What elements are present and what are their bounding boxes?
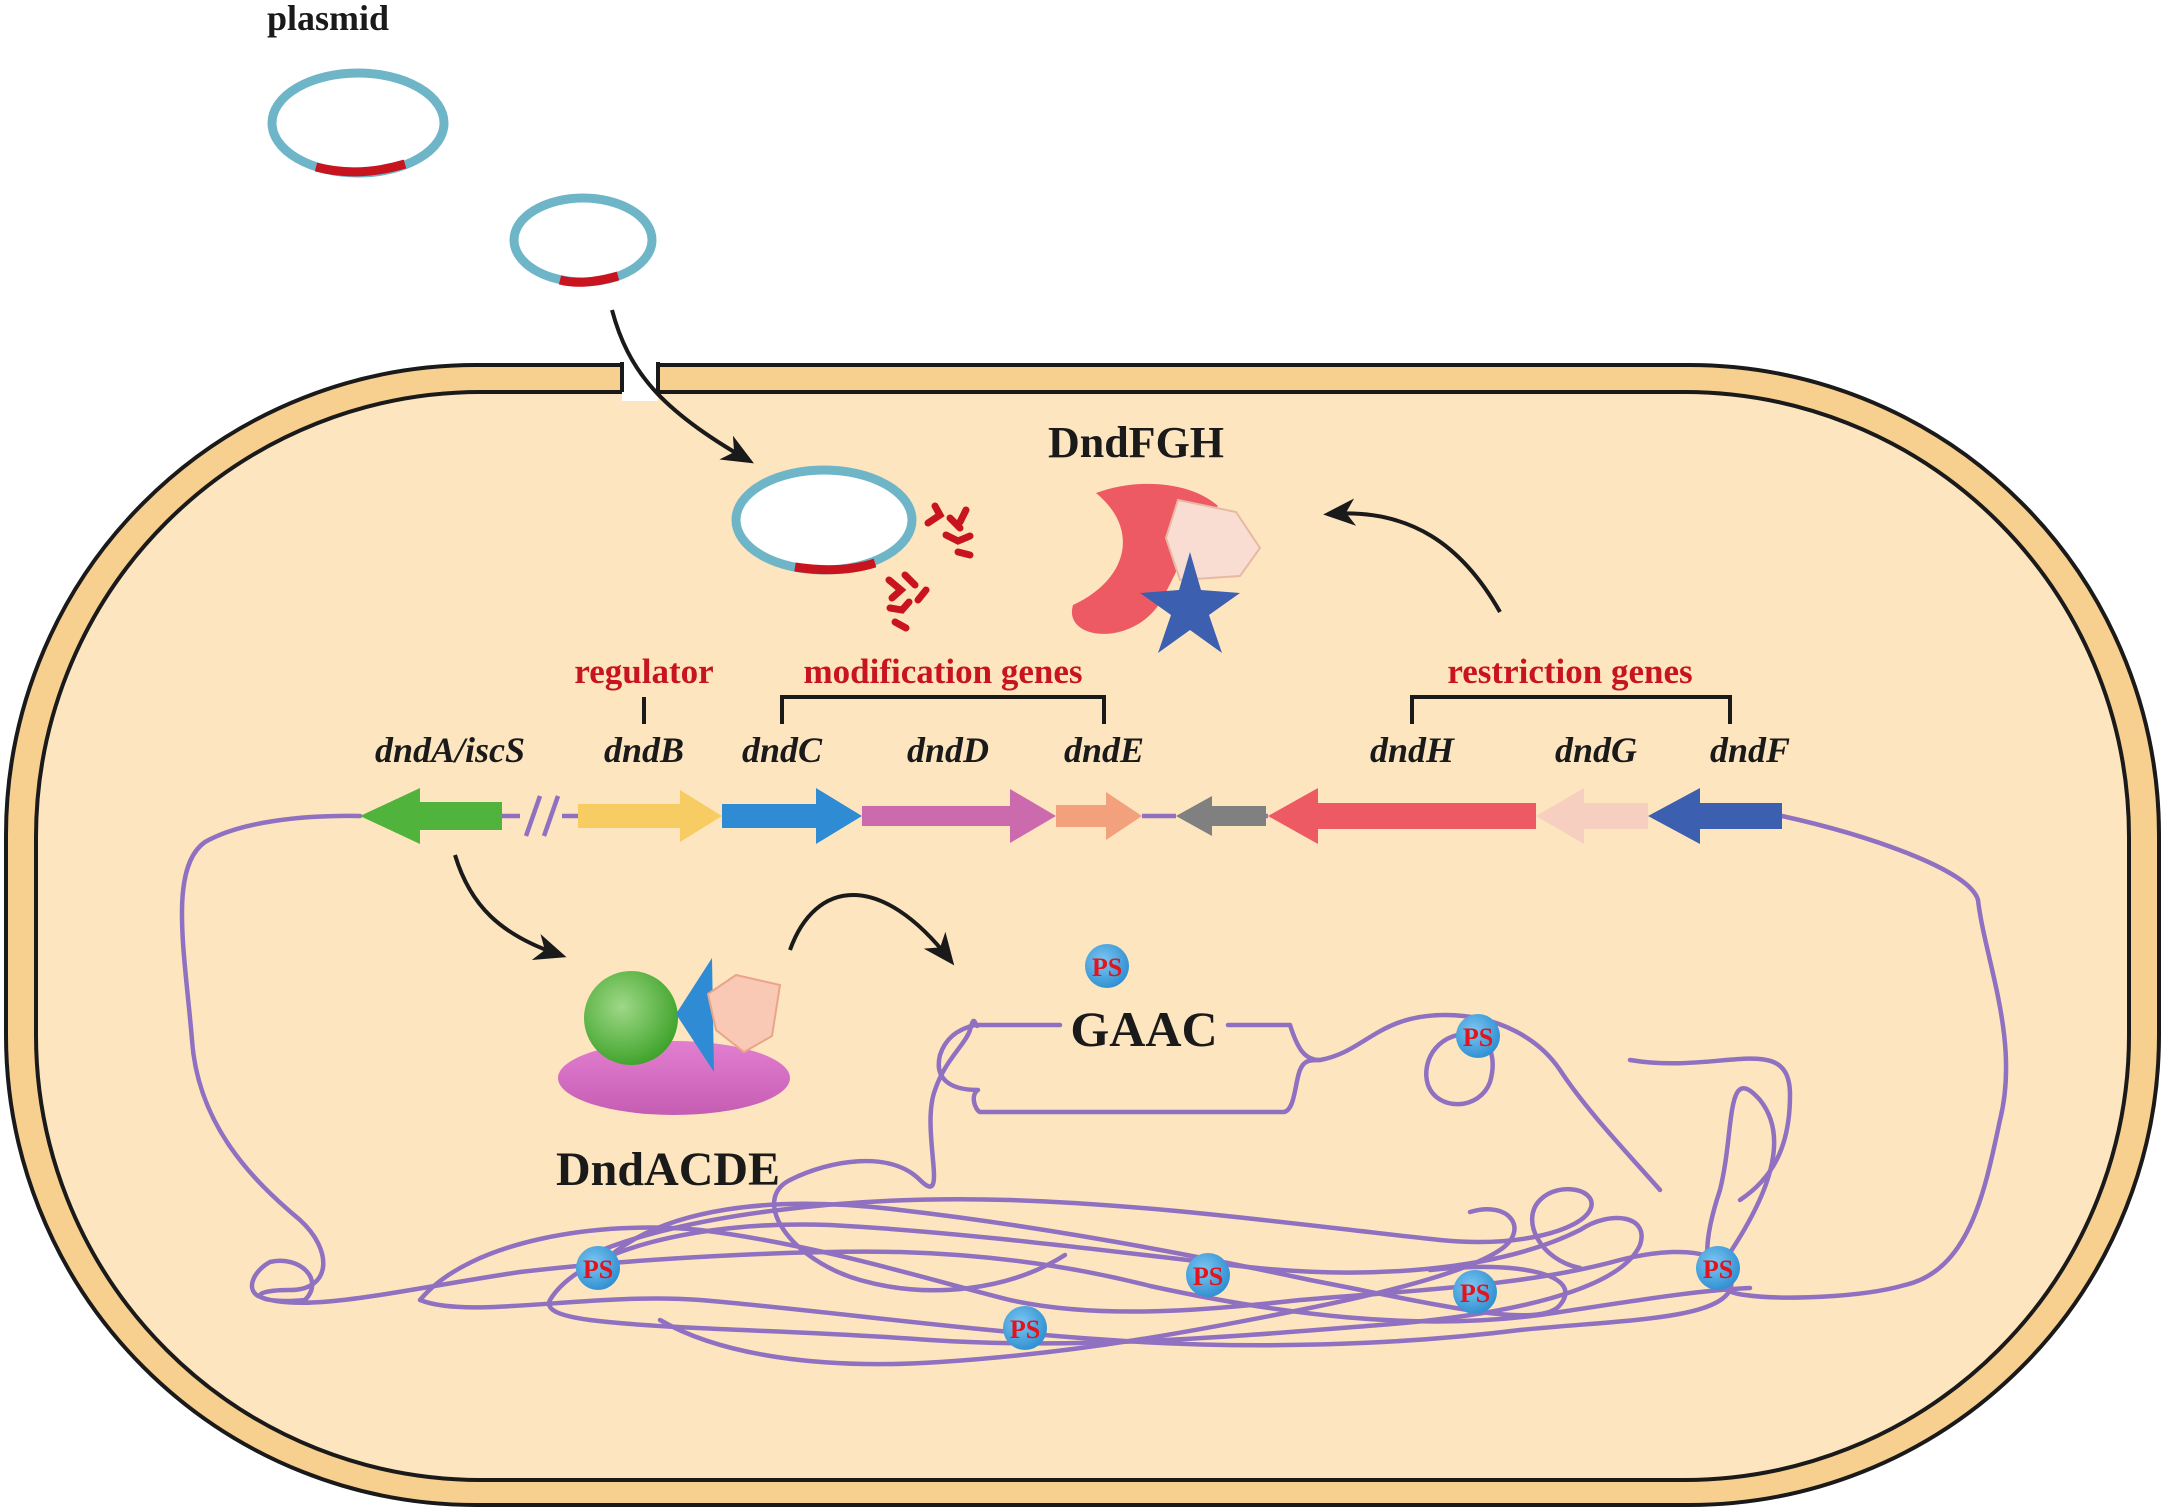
gene-label-dndc: dndC	[742, 730, 823, 770]
gene-break-mark	[502, 795, 578, 837]
restriction-bracket	[1410, 695, 1732, 724]
plasmid-2-insert	[558, 271, 620, 287]
degraded-dna-fragments	[885, 502, 974, 632]
ps-marker-label: PS	[1703, 1255, 1733, 1284]
gene-dndc-arrow	[722, 788, 862, 844]
gaac-motif-label: GAAC	[1070, 1001, 1217, 1057]
gene-arrows	[360, 788, 1782, 844]
plasmid-label: plasmid	[267, 0, 389, 38]
ps-markers: PS PS PS PS PS PS PS	[576, 944, 1740, 1350]
dndd-protein-shape	[558, 1041, 790, 1115]
restriction-genes-label: restriction genes	[1447, 652, 1692, 691]
dndfgh-label: DndFGH	[1048, 418, 1224, 467]
gene-dnde-arrow	[1056, 792, 1142, 840]
dnda-expression-arrow	[453, 854, 567, 961]
ps-marker-4: PS	[1453, 1270, 1497, 1314]
cell-membrane-inner	[34, 390, 2131, 1482]
ps-marker-label: PS	[1463, 1023, 1493, 1052]
gene-label-dndf: dndF	[1710, 730, 1790, 770]
plasmid-3-inside-cell	[731, 465, 917, 575]
dnda-protein-shape	[584, 971, 678, 1065]
plasmid-2	[509, 193, 657, 287]
gene-label-dndg: dndG	[1555, 730, 1637, 770]
dnde-protein-shape	[706, 973, 782, 1054]
ps-marker-label: PS	[1193, 1262, 1223, 1291]
ps-marker-label: PS	[1460, 1279, 1490, 1308]
gene-dndh-arrow	[1268, 788, 1536, 844]
restriction-expression-arrow	[1323, 498, 1502, 613]
chromosome-knot-loop-4	[657, 1207, 1517, 1367]
ps-marker-free: PS	[1085, 944, 1129, 988]
gene-dnda-arrow	[360, 788, 502, 844]
gene-group-labels: regulator modification genes restriction…	[574, 652, 1732, 724]
ps-marker-label: PS	[583, 1255, 613, 1284]
modification-bracket	[780, 695, 1106, 724]
dndf-protein-shape	[1140, 552, 1240, 653]
ps-marker-3: PS	[1186, 1253, 1230, 1297]
ps-marker-label: PS	[1092, 953, 1122, 982]
plasmid-1-insert	[314, 159, 407, 177]
chromosome-right-arm	[1704, 813, 2009, 1300]
plasmid-group: plasmid	[267, 0, 974, 632]
gene-dndd-arrow	[862, 789, 1056, 843]
gene-label-dndb: dndB	[604, 730, 684, 770]
chromosome-long-fiber	[587, 1186, 1594, 1271]
plasmid-entry-arrow	[610, 309, 754, 464]
gene-label-dnde: dndE	[1064, 730, 1144, 770]
cell-wall-gap	[622, 355, 658, 401]
chromosome	[179, 813, 2009, 1367]
chromosome-small-circle	[1424, 1031, 1495, 1107]
gene-dndg-arrow	[1536, 788, 1648, 844]
ps-marker-1: PS	[576, 1246, 620, 1290]
gene-dndf-arrow	[1648, 788, 1782, 844]
ps-marker-label: PS	[1010, 1315, 1040, 1344]
dndacde-label: DndACDE	[556, 1143, 780, 1196]
gene-gray-arrow	[1176, 796, 1266, 836]
gene-dndb-arrow	[578, 790, 722, 842]
ps-marker-2: PS	[1003, 1306, 1047, 1350]
gene-label-dndh: dndH	[1370, 730, 1455, 770]
gene-label-dnda: dndA/iscS	[375, 730, 525, 770]
ps-marker-loop: PS	[1456, 1014, 1500, 1058]
plasmid-1	[267, 68, 449, 178]
bacterial-cell	[4, 355, 2161, 1507]
dndacde-complex: DndACDE	[556, 958, 790, 1196]
modification-genes-label: modification genes	[803, 652, 1082, 691]
plasmid-3-insert	[794, 558, 877, 575]
chromosome-bracket-loop	[936, 1022, 1323, 1115]
chromosome-knot-loop-2	[546, 1215, 1644, 1346]
chromosome-right-loop	[1627, 1056, 1793, 1203]
cell-wall-gap-edge	[620, 362, 660, 392]
ps-marker-5: PS	[1696, 1246, 1740, 1290]
regulator-label: regulator	[574, 652, 713, 691]
modification-action-arrow	[788, 893, 955, 966]
dndfgh-complex: DndFGH	[1048, 418, 1262, 653]
gene-label-dndd: dndD	[907, 730, 989, 770]
dndc-protein-shape	[676, 958, 714, 1072]
gene-name-labels: dndA/iscS dndB dndC dndD dndE dndH dndG …	[375, 730, 1790, 770]
